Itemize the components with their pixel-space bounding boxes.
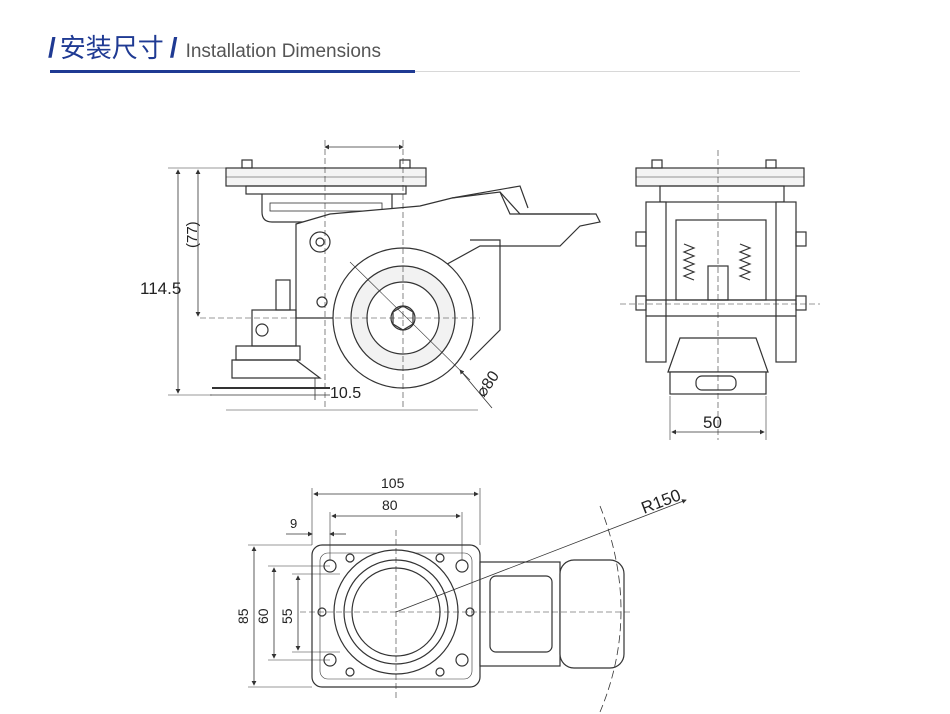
side-view — [168, 140, 601, 411]
section-header: / 安装尺寸 / Installation Dimensions — [48, 28, 381, 64]
front-view — [620, 150, 820, 440]
header-underline-rule — [415, 71, 800, 72]
header-slash: / — [48, 32, 56, 63]
top-view — [248, 488, 687, 713]
dim-plate-length: 105 — [381, 475, 405, 491]
dim-wheel-diameter: ⌀80 — [473, 368, 503, 400]
header-underline-accent — [50, 70, 415, 73]
dim-bolt-spacing-y: 60 — [255, 608, 271, 624]
section-title-cn: 安装尺寸 — [59, 34, 164, 64]
dim-height-inner: (77) — [184, 221, 201, 248]
dim-edge-offset: 9 — [290, 516, 297, 531]
dim-height-total: 114.5 — [140, 279, 181, 298]
dim-plate-width: 85 — [235, 608, 251, 624]
section-title-en: Installation Dimensions — [185, 41, 381, 62]
dim-swivel-radius: R150 — [639, 485, 684, 517]
dim-lift-gap: 10.5 — [330, 385, 361, 402]
dim-bolt-spacing-x: 80 — [382, 497, 398, 513]
dim-pad-width: 50 — [703, 413, 722, 432]
dim-inner-width: 55 — [279, 608, 295, 624]
header-slash-2: / — [169, 32, 178, 63]
